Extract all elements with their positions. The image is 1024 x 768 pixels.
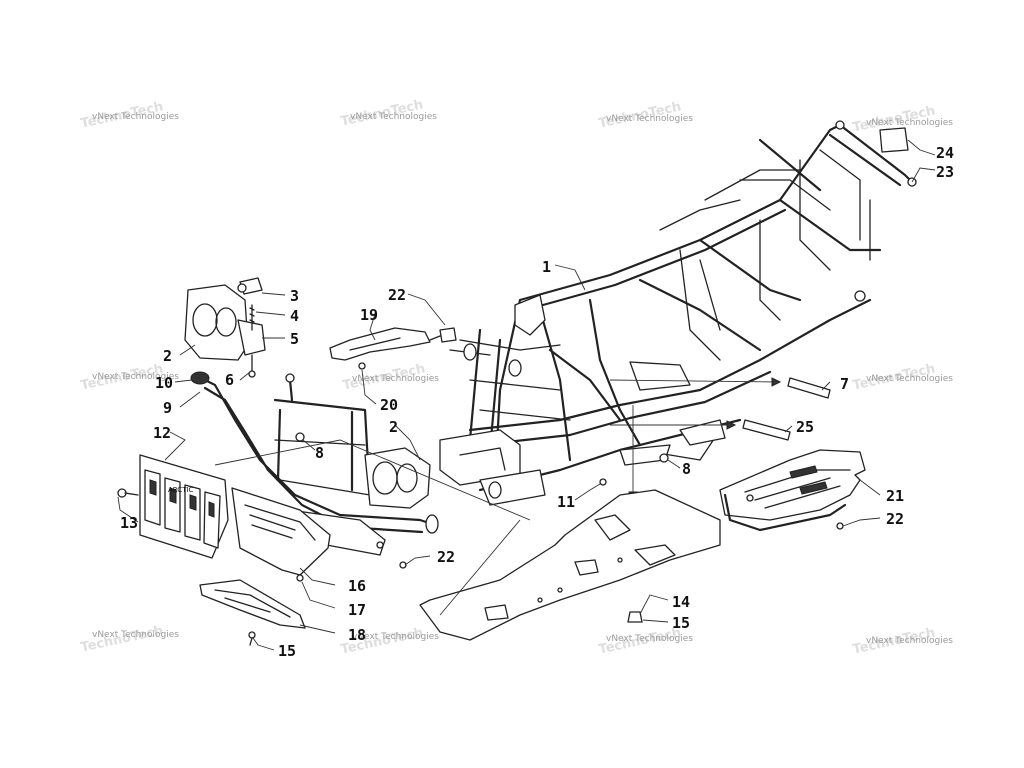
screw-part-11 [599,478,607,486]
screw-part-22-bottom [399,561,407,569]
callout-10: 10 [155,374,173,392]
screw-part-6 [248,354,256,378]
callout-25: 25 [796,418,814,436]
bolt-part-3 [237,277,263,295]
callout-12: 12 [153,424,171,442]
front-bumper [190,371,439,556]
callout-23: 23 [936,163,954,181]
screw-part-4 [249,304,255,331]
headlight-left [184,284,266,361]
callout-22: 22 [437,548,455,566]
callout-24: 24 [936,144,954,162]
screw-part-15-skid [627,611,643,623]
callout-20: 20 [380,396,398,414]
lower-guard-18 [199,579,306,629]
callout-11: 11 [557,493,575,511]
callout-18: 18 [348,626,366,644]
callout-2: 2 [389,418,398,436]
callout-17: 17 [348,601,366,619]
callout-22: 22 [886,510,904,528]
screw-part-13 [117,488,139,498]
bracket-part-19 [329,327,431,361]
callout-5: 5 [290,330,299,348]
headlight-center [364,447,431,509]
callout-21: 21 [886,487,904,505]
callout-8: 8 [315,444,324,462]
plate-part-24 [879,127,909,153]
footrest-part-21 [719,449,866,532]
callout-9: 9 [163,399,172,417]
front-grille: ARCTIC [139,454,229,559]
screw-part-15-left [248,631,256,646]
callout-1: 1 [542,258,551,276]
callout-19: 19 [360,306,378,324]
callout-15: 15 [278,642,296,660]
screw-part-22-right [836,522,844,530]
callout-13: 13 [120,514,138,532]
main-frame [439,120,917,506]
screw-part-17 [296,574,304,582]
callout-8: 8 [682,460,691,478]
callout-4: 4 [290,307,299,325]
front-guard-plate [231,487,331,576]
bar-part-25 [742,419,791,441]
callout-16: 16 [348,577,366,595]
bolt-part-22-upper [429,327,457,343]
svg-text:ARCTIC: ARCTIC [168,486,194,494]
callout-2: 2 [163,347,172,365]
bolt-part-8-right [659,453,669,463]
callout-15: 15 [672,614,690,632]
bar-part-7 [787,377,831,399]
callout-14: 14 [672,593,690,611]
screw-part-20 [358,362,366,370]
callout-6: 6 [225,371,234,389]
skid-plate-part-14 [419,489,721,641]
callout-3: 3 [290,287,299,305]
callout-labels: 1 2 2 3 4 5 6 7 8 8 9 10 11 12 13 14 15 … [120,144,954,660]
callout-7: 7 [840,375,849,393]
callout-22: 22 [388,286,406,304]
leader-lines [117,139,936,651]
